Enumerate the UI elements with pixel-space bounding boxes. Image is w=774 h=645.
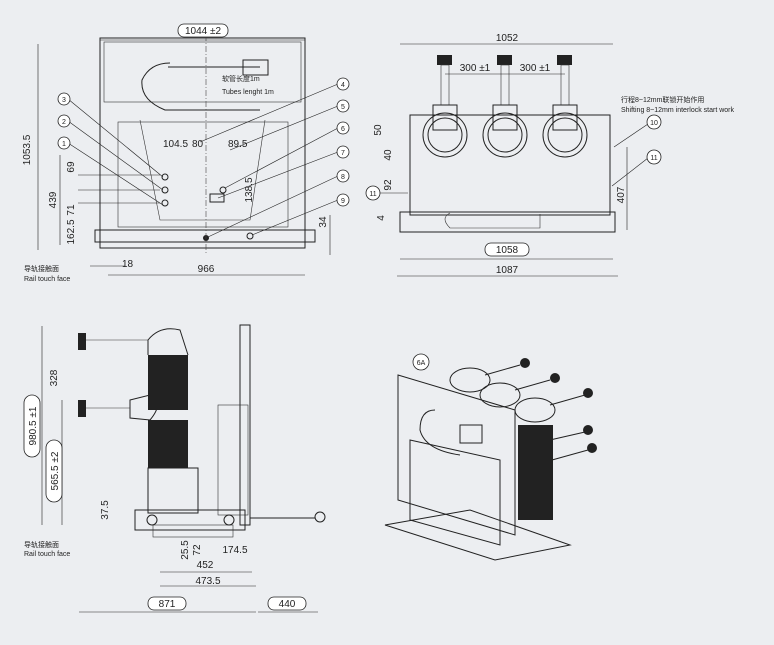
dim-439: 439 xyxy=(48,191,59,208)
svg-text:11: 11 xyxy=(369,191,376,198)
dim-871: 871 xyxy=(159,599,176,610)
dim-440: 440 xyxy=(279,599,296,610)
dim-980: 980.5 ±1 xyxy=(28,406,39,445)
side-rail-note-en: Rail touch face xyxy=(24,551,70,558)
dim-473: 473.5 xyxy=(195,576,220,587)
dim-4: 4 xyxy=(376,215,387,221)
front-frame xyxy=(99,37,306,249)
balloon-11-right: 11 xyxy=(611,149,662,187)
pole-1 xyxy=(422,55,468,158)
dim-565: 565.5 ±2 xyxy=(50,451,61,490)
svg-text:2: 2 xyxy=(62,119,66,126)
side-rail-note-cn: 导轨接触面 xyxy=(24,540,59,549)
svg-text:9: 9 xyxy=(341,198,345,205)
shift-note-cn: 行程8~12mm联锁开始作用 xyxy=(621,95,704,104)
shift-note-en: Shifting 8~12mm interlock start work xyxy=(621,107,735,114)
svg-text:7: 7 xyxy=(341,150,345,157)
balloon-9: 9 xyxy=(251,193,350,236)
svg-text:1: 1 xyxy=(62,141,66,148)
balloon-7: 7 xyxy=(217,145,350,199)
isometric-view: 6A xyxy=(384,353,597,561)
dim-328: 328 xyxy=(49,369,60,386)
dim-407: 407 xyxy=(616,186,627,203)
balloon-6: 6 xyxy=(224,121,350,189)
dim-25: 25.5 xyxy=(180,540,191,560)
dim-50: 50 xyxy=(373,124,384,136)
balloon-11-left: 11 xyxy=(365,185,408,201)
balloon-8: 8 xyxy=(207,169,350,238)
iso-label: 6A xyxy=(417,360,426,367)
dim-80: 80 xyxy=(192,139,204,150)
dim-40: 40 xyxy=(383,149,394,161)
pole-2 xyxy=(482,55,528,158)
balloon-5: 5 xyxy=(229,99,350,151)
svg-text:3: 3 xyxy=(62,97,66,104)
svg-text:4: 4 xyxy=(341,82,345,89)
dim-174: 174.5 xyxy=(222,545,247,556)
tube-note-cn: 软管长度1m xyxy=(222,74,260,83)
dim-1058: 1058 xyxy=(496,245,519,256)
dim-badge-1044 xyxy=(177,23,229,38)
dim-69: 69 xyxy=(66,161,77,173)
svg-text:10: 10 xyxy=(650,120,658,127)
dim-1052: 1052 xyxy=(496,33,519,44)
dim-71: 71 xyxy=(66,204,77,216)
svg-text:11: 11 xyxy=(650,155,657,162)
dim-18: 18 xyxy=(122,259,134,270)
rail-note-cn: 导轨接触面 xyxy=(24,264,59,273)
dim-138: 138.5 xyxy=(244,177,255,202)
dim-1087: 1087 xyxy=(496,265,519,276)
dim-72: 72 xyxy=(192,544,203,556)
insulator-top xyxy=(148,355,188,410)
dim-89: 89.5 xyxy=(228,139,248,150)
dim-92: 92 xyxy=(383,179,394,191)
svg-text:6: 6 xyxy=(341,126,345,133)
dim-104: 104.5 xyxy=(163,139,188,150)
dim-pitch-1: 300 ±1 xyxy=(460,63,491,74)
dim-34: 34 xyxy=(318,216,329,228)
top-view: 1052 300 ±1 300 ±1 50 40 92 4 407 1058 1… xyxy=(365,33,735,277)
rail-note-en: Rail touch face xyxy=(24,276,70,283)
side-view: 980.5 ±1 565.5 ±2 328 37.5 25.5 72 174.5… xyxy=(23,324,326,613)
front-base xyxy=(94,229,316,243)
svg-text:5: 5 xyxy=(341,104,345,111)
balloon-3: 3 xyxy=(57,92,164,178)
dim-1044: 1044 ±2 xyxy=(185,26,222,37)
dim-pitch-2: 300 ±1 xyxy=(520,63,551,74)
svg-text:8: 8 xyxy=(341,174,345,181)
pole-3 xyxy=(542,55,588,158)
dim-badge-1058 xyxy=(484,242,530,257)
balloon-4: 4 xyxy=(199,77,350,143)
tube-loop xyxy=(141,62,260,111)
dim-452: 452 xyxy=(197,560,214,571)
dim-966: 966 xyxy=(198,264,215,275)
dim-1053: 1053.5 xyxy=(22,134,33,165)
balloon-1: 1 xyxy=(57,136,164,206)
dim-162: 162.5 xyxy=(66,219,77,244)
iso-insulator xyxy=(518,425,553,520)
dim-37: 37.5 xyxy=(100,500,111,520)
insulator-bottom xyxy=(148,420,188,468)
front-view: 1044 ±2 1053.5 439 69 71 162.5 104.5 80 … xyxy=(22,23,350,283)
balloon-10: 10 xyxy=(613,114,662,148)
tube-note-en: Tubes lenght 1m xyxy=(222,89,274,96)
balloon-2: 2 xyxy=(57,114,164,191)
